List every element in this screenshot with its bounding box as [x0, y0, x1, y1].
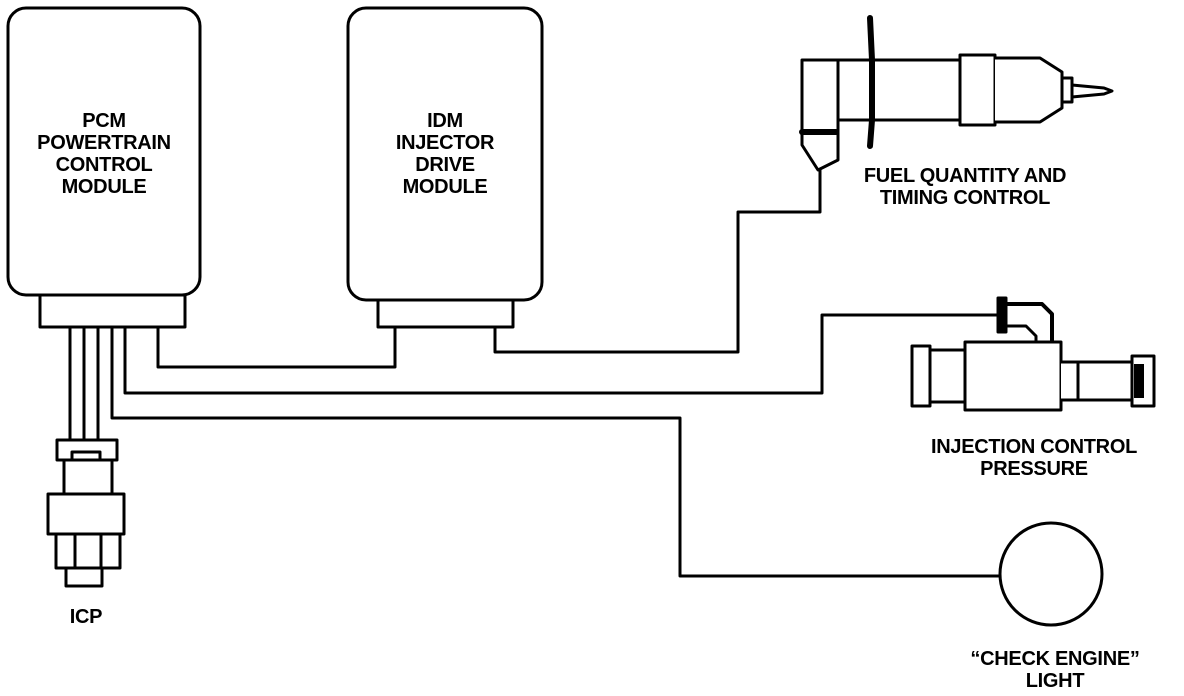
check-engine-lamp [998, 521, 1104, 627]
injector-clamp [867, 15, 875, 149]
icp-valve-label: INJECTION CONTROL PRESSURE [930, 436, 1137, 480]
idm-label: IDM INJECTOR DRIVE MODULE [395, 110, 495, 198]
fuel-injector [799, 15, 1114, 172]
injector-nozzle [1070, 83, 1114, 99]
pcm-connector [38, 293, 187, 329]
wire-idm-injector [493, 166, 822, 354]
pcm-module [6, 6, 202, 329]
icp-sensor-label: ICP [69, 606, 103, 628]
injector-connector [800, 58, 840, 172]
icp-sensor [46, 438, 126, 588]
wires-pcm-icp-sensor [68, 325, 100, 442]
idm-connector [376, 298, 515, 329]
check-engine-label: “CHECK ENGINE” LIGHT [970, 648, 1140, 692]
icp-valve [910, 296, 1156, 412]
wire-pcm-icp-valve [123, 313, 1000, 395]
wire-pcm-idm [156, 325, 397, 369]
injector-label: FUEL QUANTITY AND TIMING CONTROL [863, 165, 1067, 209]
wire-pcm-check-engine [110, 325, 1002, 578]
idm-module [346, 6, 544, 329]
pcm-label: PCM POWERTRAIN CONTROL MODULE [37, 110, 171, 198]
